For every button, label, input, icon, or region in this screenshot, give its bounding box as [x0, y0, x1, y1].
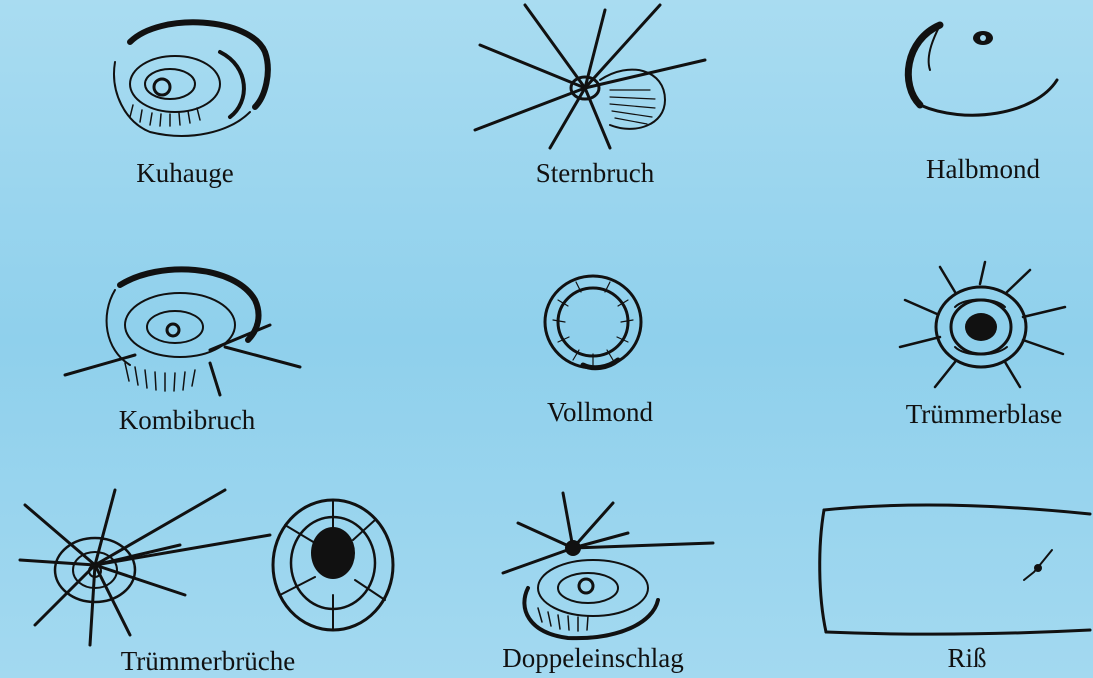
kuhauge-figure: [100, 12, 280, 147]
vollmond-label: Vollmond: [547, 399, 653, 426]
truemmerbrueche-label: Trümmerbrüche: [121, 648, 295, 675]
kombibruch-label: Kombibruch: [119, 407, 255, 434]
doppeleinschlag-label: Doppeleinschlag: [502, 645, 683, 672]
truemmerbrueche-figure: [15, 485, 400, 650]
kombibruch-figure: [60, 255, 305, 405]
halbmond-label: Halbmond: [926, 156, 1040, 183]
truemmerblase-figure: [895, 262, 1070, 392]
riss-figure: [812, 500, 1093, 638]
riss-label: Riß: [947, 645, 986, 672]
halbmond-figure: [895, 10, 1070, 120]
sternbruch-figure: [470, 0, 710, 150]
doppeleinschlag-figure: [488, 488, 718, 643]
kuhauge-label: Kuhauge: [136, 160, 233, 187]
truemmerblase-label: Trümmerblase: [906, 401, 1063, 428]
vollmond-figure: [538, 270, 648, 375]
sternbruch-label: Sternbruch: [536, 160, 654, 187]
